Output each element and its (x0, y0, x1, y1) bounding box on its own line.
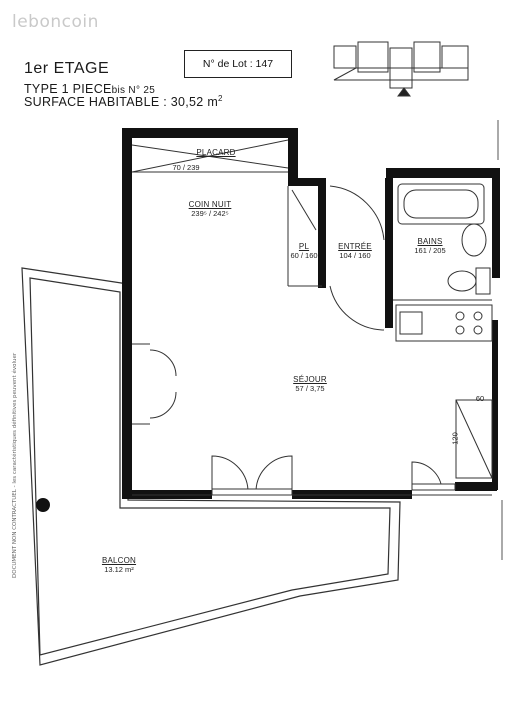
edge-marks (497, 120, 503, 560)
kitchen-dim-120: 120 (450, 432, 460, 445)
room-placard: PLACARD (196, 148, 236, 157)
side-disclaimer: DOCUMENT NON CONTRACTUEL - les caractéri… (12, 352, 18, 578)
room-balcon: BALCON 13.12 m² (101, 556, 137, 574)
room-pl: PL 60 / 160 (290, 242, 318, 260)
apartment-type: TYPE 1 PIECEbis N° 25 (24, 82, 156, 96)
watermark: leboncoin (12, 12, 99, 32)
room-coin-nuit: COIN NUIT 239⁵ / 242⁵ (188, 200, 232, 218)
interior-lines (131, 139, 493, 496)
kitchen-dim-60: 60 (475, 394, 485, 403)
floor-title: 1er ETAGE (24, 60, 110, 77)
balcony-column (36, 498, 50, 512)
room-entree: ENTRÉE 104 / 160 (338, 242, 372, 260)
surface-habitable: SURFACE HABITABLE : 30,52 m2 (24, 94, 223, 110)
room-sejour: SÉJOUR 57 / 3,75 (293, 375, 327, 393)
lot-number-box: N° de Lot : 147 (184, 50, 292, 78)
key-plan (333, 41, 469, 97)
balcony (21, 267, 401, 666)
room-placard-dims: 70 / 239 (172, 163, 200, 172)
room-bains: BAINS 161 / 205 (414, 237, 446, 255)
